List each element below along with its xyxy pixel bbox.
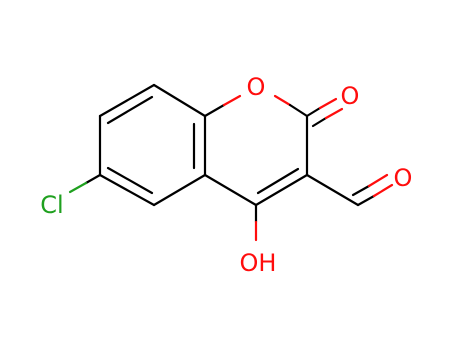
bond-c10-cl-green (68, 181, 88, 194)
bond-cho-o-black (356, 194, 376, 207)
bond-c6-c7 (152, 83, 207, 118)
bond-cho-o-2-red (367, 173, 389, 188)
bond-c7-o1-red (222, 94, 242, 107)
bond-o1-c2-black (288, 103, 309, 118)
bond-c4-c8 (203, 173, 258, 207)
bond-c3-c4 (254, 173, 309, 207)
bond-c2-o-carbonyl-red (318, 97, 338, 110)
bond-c2-o-carbonyl-black (305, 106, 322, 118)
bond-c3-cho (305, 173, 360, 207)
bond-cho-o-2-black (351, 184, 371, 197)
bond-c3-c4-inner (256, 167, 300, 195)
bond-c9-c10 (98, 173, 156, 207)
bond-o1-c2-red (273, 94, 292, 107)
bond-c10-cl-black (84, 173, 102, 185)
bond-c5-c6-inner (106, 95, 154, 125)
atom-carbonyl-oxygen: O (341, 82, 360, 110)
atom-hydroxyl: OH (240, 249, 277, 277)
bond-c9-c10-inner (106, 166, 154, 195)
bond-c8-c9 (152, 173, 207, 207)
atom-chlorine: Cl (40, 191, 63, 219)
bond-cho-o-red (372, 183, 394, 198)
atom-ring-oxygen: O (247, 73, 266, 101)
bond-c2-o-carbonyl-2-black (311, 116, 328, 128)
bond-c2-o-carbonyl-2-red (324, 107, 344, 120)
bond-c5-c6 (98, 83, 156, 118)
atom-aldehyde-oxygen: O (394, 164, 413, 192)
bond-c7-o1-black (203, 103, 226, 118)
